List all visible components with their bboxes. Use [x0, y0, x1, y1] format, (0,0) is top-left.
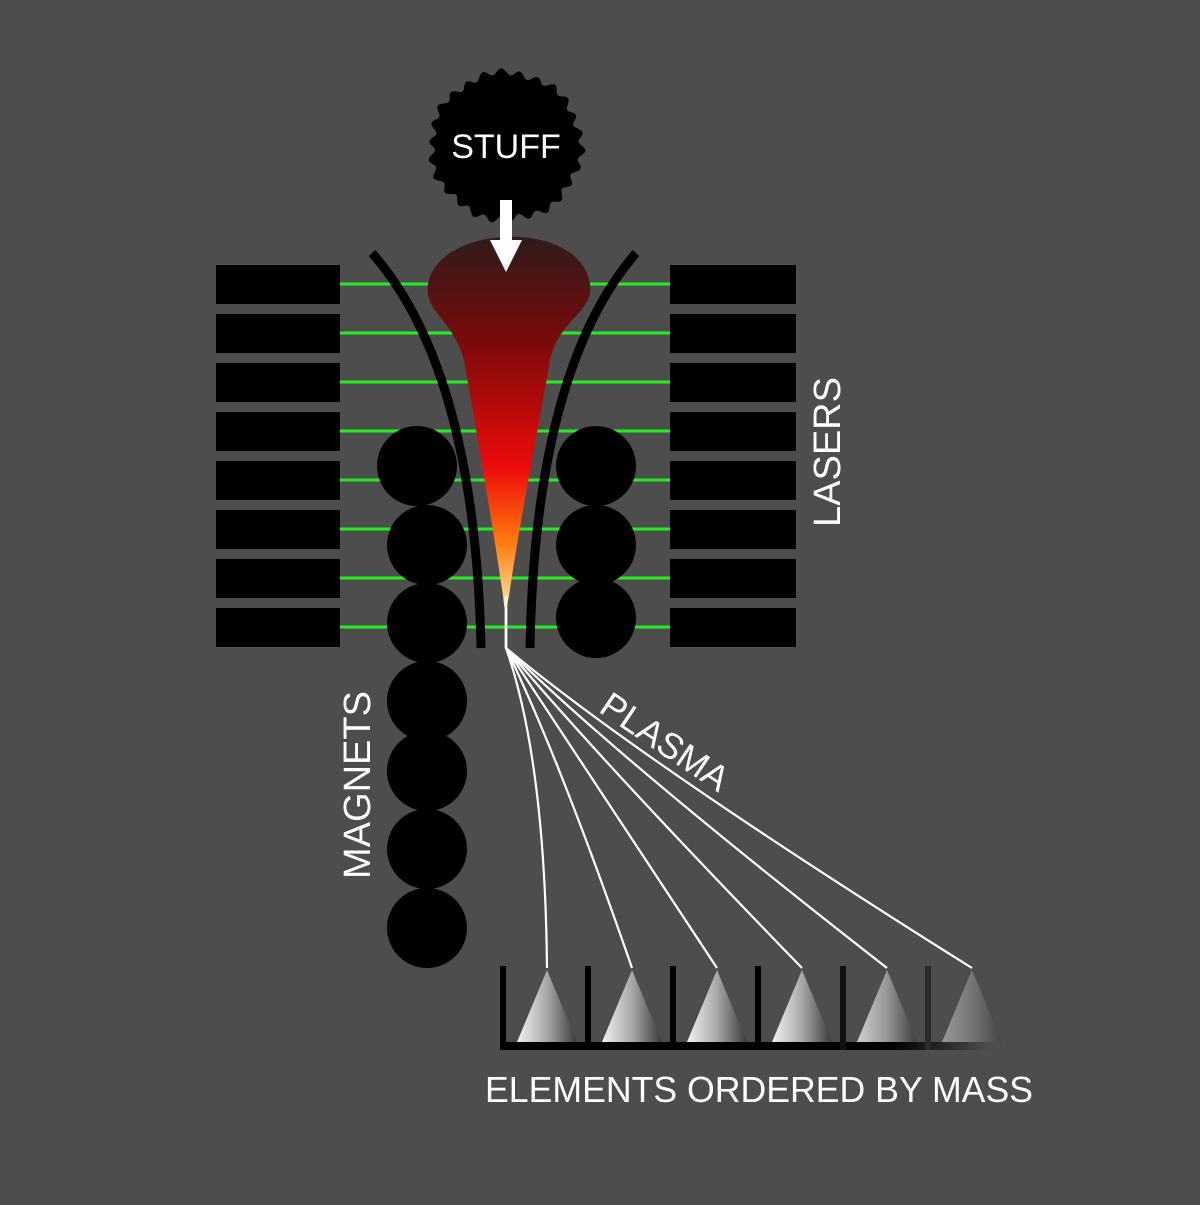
element-cone: [602, 970, 662, 1042]
element-cone: [942, 970, 1002, 1042]
laser-block: [670, 265, 796, 304]
magnet: [377, 426, 457, 506]
magnet: [387, 731, 467, 811]
plasma-trajectory: [504, 596, 718, 969]
magnet: [556, 505, 636, 585]
laser-block: [670, 363, 796, 402]
laser-block: [216, 510, 340, 549]
laser-block: [670, 608, 796, 647]
bin-divider: [755, 966, 761, 1050]
laser-array-right: [670, 265, 796, 647]
funnel-walls: [368, 250, 640, 649]
magnet: [387, 809, 467, 889]
funnel-wall-right: [525, 250, 640, 649]
laser-block: [216, 314, 340, 353]
laser-block: [216, 559, 340, 598]
bin-divider: [500, 966, 506, 1050]
laser-block: [670, 412, 796, 451]
laser-block: [216, 412, 340, 451]
laser-block: [670, 461, 796, 500]
bin-divider: [925, 966, 931, 1050]
magnet: [556, 578, 636, 658]
lasers-label: LASERS: [807, 377, 849, 527]
laser-block: [216, 461, 340, 500]
element-cone: [772, 970, 832, 1042]
elements-label: ELEMENTS ORDERED BY MASS: [485, 1069, 1033, 1110]
funnel-wall-left: [368, 250, 486, 649]
plasma-trajectory: [504, 596, 803, 969]
laser-block: [670, 314, 796, 353]
bin-divider: [670, 966, 676, 1050]
feed-arrow: [490, 200, 522, 272]
mass-bins: [500, 966, 1002, 1050]
magnet: [387, 661, 467, 741]
laser-block: [216, 363, 340, 402]
magnet: [387, 888, 467, 968]
plasma-trajectory: [504, 596, 634, 969]
bin-divider: [840, 966, 846, 1050]
stuff-blob: [428, 68, 586, 223]
bin-divider: [585, 966, 591, 1050]
magnet: [387, 583, 467, 663]
laser-array-left: [216, 265, 340, 647]
magnets: [377, 426, 636, 968]
laser-block: [670, 510, 796, 549]
magnet: [556, 426, 636, 506]
element-cone: [517, 970, 577, 1042]
laser-block: [216, 608, 340, 647]
arrow-shaft: [500, 200, 512, 244]
stuff-source: STUFF: [428, 68, 586, 223]
plasma-trajectory: [504, 596, 888, 969]
magnets-label: MAGNETS: [337, 691, 379, 879]
plasma-trajectory: [504, 596, 549, 969]
plasma-fan: [504, 596, 973, 969]
laser-block: [216, 265, 340, 304]
element-cone: [687, 970, 747, 1042]
stuff-label: STUFF: [451, 128, 561, 166]
magnet: [387, 505, 467, 585]
bins-baseline: [500, 1042, 990, 1050]
element-cone: [857, 970, 917, 1042]
plasma-plume: [427, 236, 591, 610]
laser-block: [670, 559, 796, 598]
arrow-head-icon: [490, 240, 522, 272]
plasma-trajectory: [504, 596, 973, 969]
plasma-label: PLASMA: [593, 684, 737, 800]
